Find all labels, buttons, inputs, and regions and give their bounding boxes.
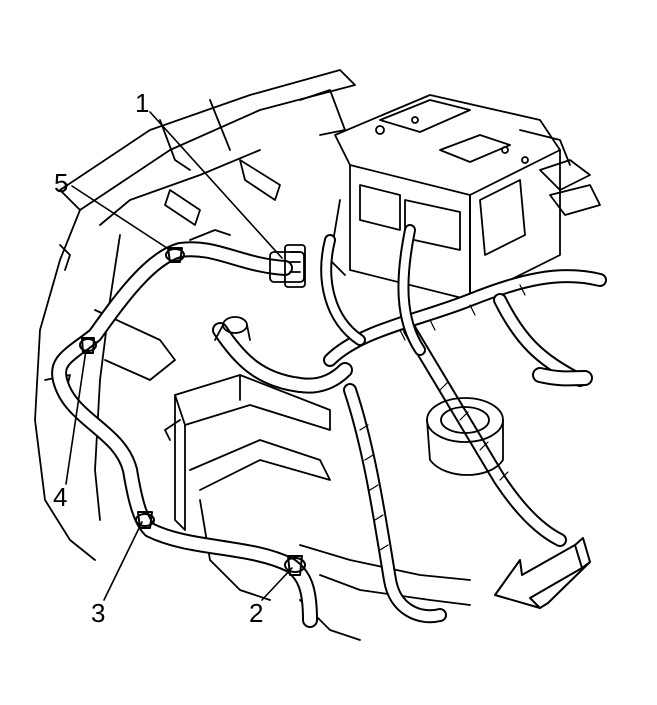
callout-4: 4 bbox=[53, 482, 68, 512]
leader-2 bbox=[261, 567, 293, 601]
leader-3 bbox=[103, 521, 143, 601]
hose-clamp-4 bbox=[79, 337, 97, 354]
forward-direction-arrow-icon bbox=[494, 537, 591, 609]
inner-fender-panel bbox=[34, 69, 356, 561]
callout-1: 1 bbox=[135, 88, 150, 118]
frame-rail bbox=[164, 374, 471, 641]
leader-1 bbox=[149, 111, 283, 259]
hose-clamp-5 bbox=[165, 247, 185, 263]
leader-5 bbox=[71, 185, 171, 251]
callout-leaders bbox=[65, 111, 293, 601]
callout-5: 5 bbox=[54, 168, 69, 198]
hose-clamp-2 bbox=[284, 555, 306, 576]
coolant-hose bbox=[51, 241, 593, 628]
hose-elbow-fitting bbox=[214, 316, 251, 341]
hose-clamp-3 bbox=[135, 511, 155, 529]
round-reservoir bbox=[426, 397, 504, 476]
callout-3: 3 bbox=[91, 598, 106, 628]
power-electronics-module bbox=[329, 94, 601, 301]
leader-4 bbox=[65, 349, 87, 485]
callout-2: 2 bbox=[249, 598, 264, 628]
hose-connector-1 bbox=[269, 244, 306, 288]
